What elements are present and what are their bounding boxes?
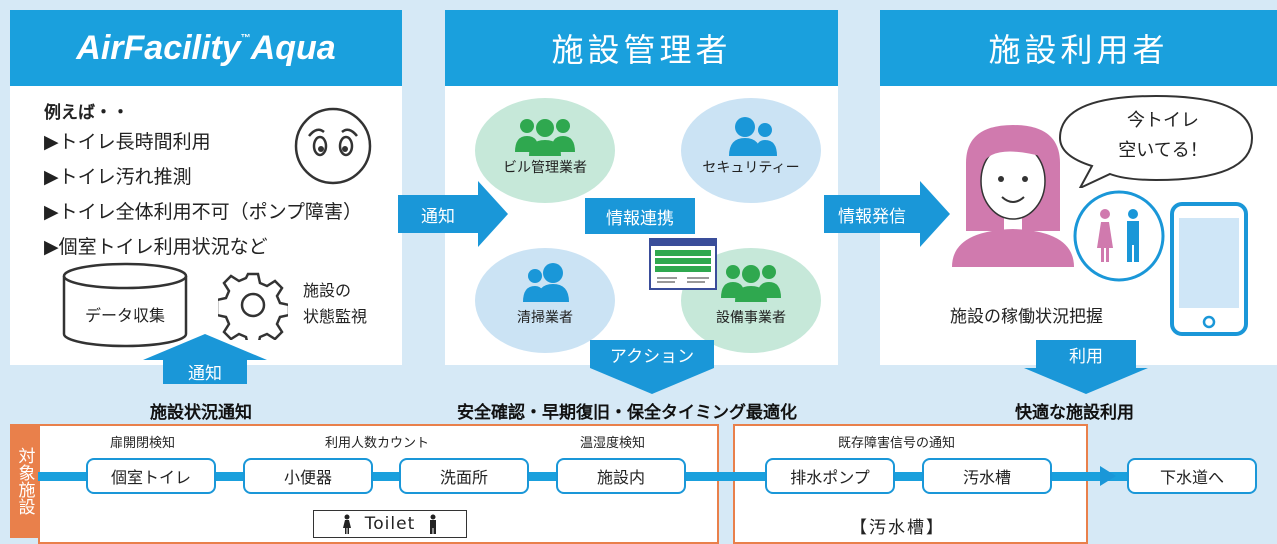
role-label: セキュリティー [702, 160, 800, 176]
brand-header: AirFacility™Aqua [10, 10, 402, 86]
worried-face-icon [294, 107, 372, 185]
caption-optimization: 安全確認・早期復旧・保全タイミング最適化 [457, 403, 797, 423]
speech-bubble [1058, 94, 1254, 188]
bubble-text: 今トイレ 空いてる！ [1118, 110, 1208, 161]
toilet-sign: Toilet [313, 510, 467, 538]
sensor-temp-humidity: 温湿度検知 [580, 436, 646, 451]
device-indoor: 施設内 [556, 458, 686, 494]
status-label: 施設の稼働状況把握 [950, 307, 1103, 327]
data-collect-label: データ収集 [84, 306, 165, 325]
broadcast-arrow-head [920, 181, 950, 247]
sensor-failure-signal: 既存障害信号の通知 [838, 436, 956, 451]
notify-arrow: 通知 [398, 195, 478, 233]
people-icon [729, 117, 777, 156]
device-sewage-tank: 汚水槽 [922, 458, 1052, 494]
smartphone-icon [1170, 202, 1248, 336]
restroom-icon [1073, 190, 1165, 282]
device-washroom: 洗面所 [399, 458, 529, 494]
role-label: ビル管理業者 [503, 160, 587, 176]
monitor-label: 施設の 状態監視 [303, 281, 368, 326]
man-icon [430, 514, 437, 534]
panel-airfacility: AirFacility™Aqua 例えば・・ ▶トイレ長時間利用 ▶トイレ汚れ推… [10, 10, 402, 365]
use-arrow-head [1024, 368, 1148, 394]
woman-user-icon [952, 125, 1074, 267]
role-security: セキュリティー [681, 98, 821, 203]
action-arrow-head [590, 368, 714, 394]
toilet-label: Toilet [364, 514, 416, 534]
database-icon [62, 262, 188, 348]
target-facility-label: 対象施設 [10, 424, 38, 538]
panel-manager: 施設管理者 ビル管理業者 セキュリティー 清掃業者 設備事業者 情報連携 [445, 10, 838, 365]
tank-label: 【汚水槽】 [850, 518, 945, 538]
gear-icon [218, 272, 288, 340]
caption-comfort: 快適な施設利用 [1015, 403, 1134, 423]
flow-arrow-head [1100, 466, 1116, 486]
example-item: ▶トイレ全体利用不可（ポンプ障害） [44, 201, 363, 223]
woman-icon [342, 514, 351, 534]
example-list: 例えば・・ ▶トイレ長時間利用 ▶トイレ汚れ推測 ▶トイレ全体利用不可（ポンプ障… [44, 98, 362, 265]
user-header: 施設利用者 [880, 10, 1277, 86]
notify-up-arrow-head [143, 334, 267, 360]
example-item: ▶個室トイレ利用状況など [44, 236, 268, 258]
info-link-label: 情報連携 [585, 198, 695, 234]
people-icon [515, 119, 575, 156]
device-urinal: 小便器 [243, 458, 373, 494]
people-icon [721, 265, 781, 302]
caption-facility-notify: 施設状況通知 [150, 403, 252, 423]
role-label: 清掃業者 [517, 310, 573, 326]
device-private-toilet: 個室トイレ [86, 458, 216, 494]
manager-header: 施設管理者 [445, 10, 838, 86]
notify-up-arrow: 通知 [163, 358, 247, 384]
browser-window-icon [649, 238, 717, 290]
action-arrow: アクション [590, 340, 714, 368]
device-drain-pump: 排水ポンプ [765, 458, 895, 494]
role-label: 設備事業者 [716, 310, 786, 326]
broadcast-arrow: 情報発信 [824, 195, 920, 233]
example-item: ▶トイレ長時間利用 [44, 131, 211, 153]
device-to-sewer: 下水道へ [1127, 458, 1257, 494]
sensor-door: 扉開閉検知 [110, 436, 176, 451]
sensor-people-count: 利用人数カウント [325, 436, 430, 451]
brand-logo: AirFacility™Aqua [76, 28, 336, 67]
example-item: ▶トイレ汚れ推測 [44, 166, 192, 188]
role-cleaning: 清掃業者 [475, 248, 615, 353]
example-title: 例えば・・ [44, 103, 129, 123]
people-icon [523, 263, 569, 302]
use-arrow: 利用 [1036, 340, 1136, 368]
notify-arrow-head [478, 181, 508, 247]
